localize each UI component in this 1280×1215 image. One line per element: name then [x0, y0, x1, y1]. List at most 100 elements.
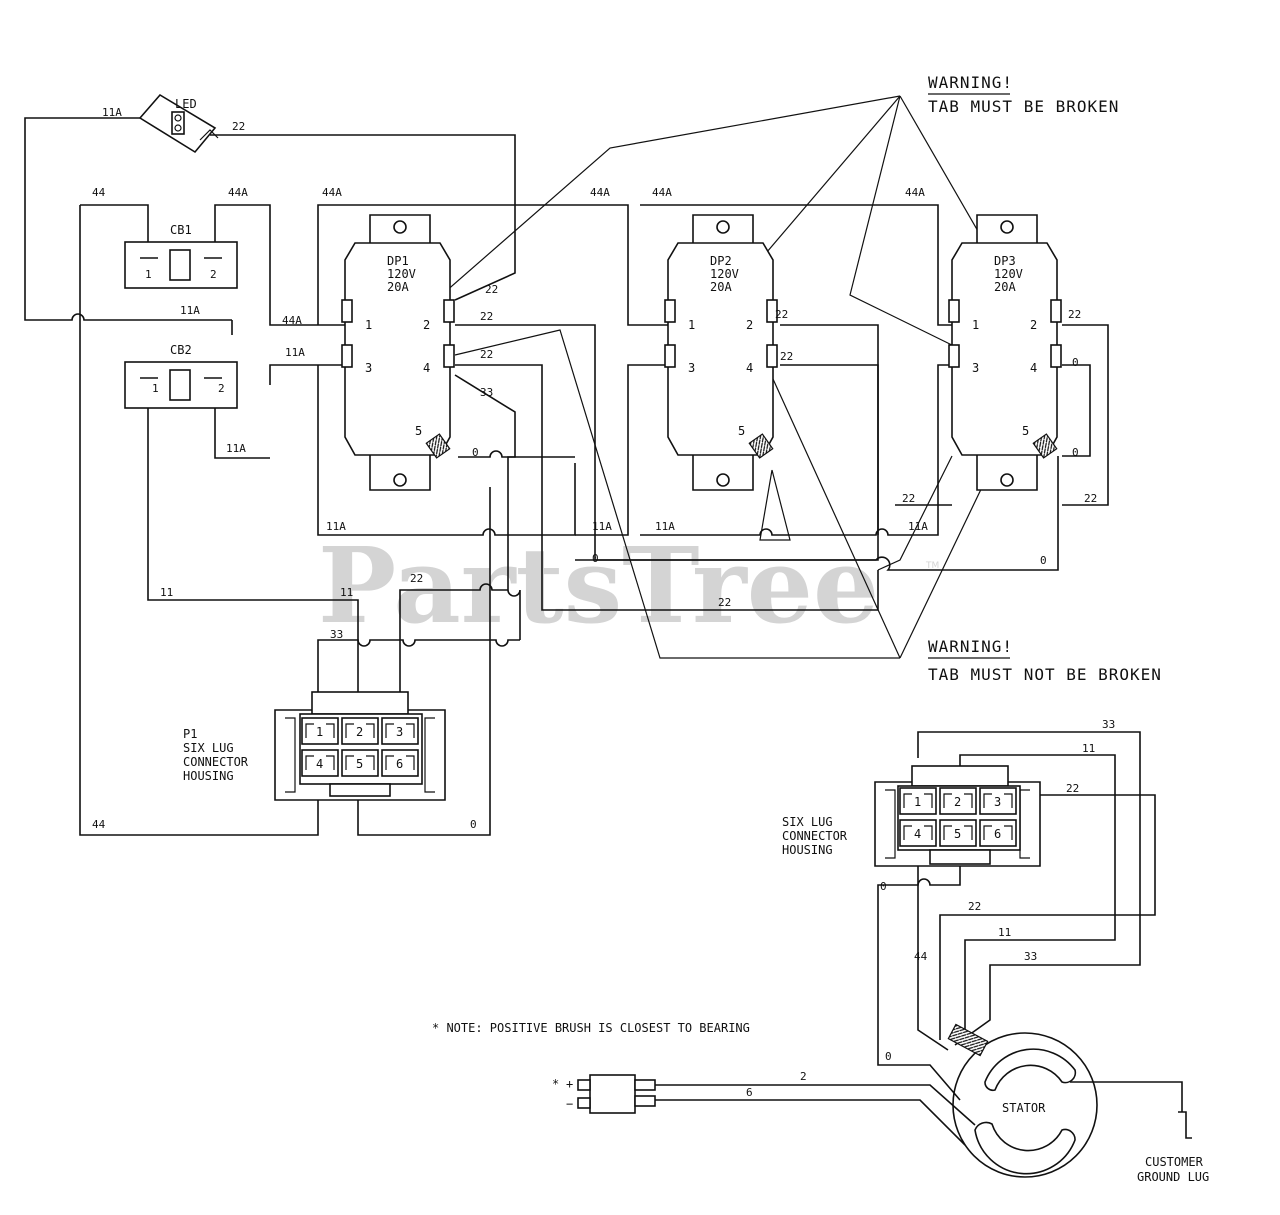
wire-label: 22 [480, 310, 493, 323]
dp-label: DP3 [994, 254, 1016, 268]
brush-minus: − [566, 1097, 573, 1111]
wire-label: 0 [592, 552, 599, 565]
brush-plus: + [566, 1077, 573, 1091]
pin-number: 3 [396, 725, 403, 739]
p1-label-3: CONNECTOR [183, 755, 249, 769]
warning-text: TAB MUST BE BROKEN [928, 97, 1119, 116]
connector-pin-6: 6 [979, 819, 1017, 847]
connector-pin-6: 6 [381, 749, 419, 777]
wire-label: 22 [1068, 308, 1081, 321]
watermark: PartsTree TM [318, 524, 939, 647]
connector-pin-2: 2 [939, 787, 977, 815]
ground-lug-label-2: GROUND LUG [1137, 1170, 1209, 1184]
wire-labels: 44A 44A 44A 44A 44A 11A 22 22 22 33 0 11… [92, 186, 1115, 1099]
wire-label: 22 [1066, 782, 1079, 795]
wire-label: 22 [480, 348, 493, 361]
stator-label: STATOR [1002, 1101, 1046, 1115]
pin-number: 6 [396, 757, 403, 771]
dp-rating-v: 120V [387, 267, 416, 281]
dp-terminal-4: 4 [423, 361, 430, 375]
dp-label: DP2 [710, 254, 732, 268]
dp-terminal-3: 3 [365, 361, 372, 375]
warning-title: WARNING! [928, 73, 1013, 92]
stator: STATOR [947, 1023, 1098, 1178]
dp-terminal-5: 5 [738, 424, 745, 438]
dp-terminal-1: 1 [972, 318, 979, 332]
dp-terminal-1: 1 [365, 318, 372, 332]
wire-label: 33 [330, 628, 343, 641]
dp-terminal-5: 5 [415, 424, 422, 438]
connector-pin-1: 1 [899, 787, 937, 815]
connector-pin-2: 2 [341, 717, 379, 745]
dp-rating-a: 20A [710, 280, 732, 294]
stator-connector-label-2: CONNECTOR [782, 829, 848, 843]
p1-label: P1 [183, 727, 197, 741]
warning-tab-must-not-be-broken: WARNING! TAB MUST NOT BE BROKEN [928, 637, 1162, 684]
wire-label: 22 [902, 492, 915, 505]
brush-star: * [552, 1077, 559, 1091]
wire-label: 11A [285, 346, 305, 359]
wire-label: 33 [1102, 718, 1115, 731]
wire-label: 11 [998, 926, 1011, 939]
wire-label: 0 [1072, 446, 1079, 459]
wire-label: 11A [655, 520, 675, 533]
dp-label: DP1 [387, 254, 409, 268]
connector-pin-5: 5 [341, 749, 379, 777]
note-positive-brush: * NOTE: POSITIVE BRUSH IS CLOSEST TO BEA… [432, 1021, 750, 1035]
wire-label: 33 [1024, 950, 1037, 963]
connector-pin-4: 4 [899, 819, 937, 847]
connector-pin-3: 3 [381, 717, 419, 745]
stator-connector-label-1: SIX LUG [782, 815, 833, 829]
wire-label: 11A [592, 520, 612, 533]
pin-number: 5 [954, 827, 961, 841]
wire-label: 11 [160, 586, 173, 599]
wire-label: 6 [746, 1086, 753, 1099]
p1-label-2: SIX LUG [183, 741, 234, 755]
circuit-breaker-cb1: CB1 1 2 44 44A [92, 186, 248, 289]
watermark-tm: TM [925, 561, 939, 571]
warning-title: WARNING! [928, 637, 1013, 656]
warning-text: TAB MUST NOT BE BROKEN [928, 665, 1162, 684]
wire-label: 22 [780, 350, 793, 363]
cb1-wire-44: 44 [92, 186, 106, 199]
wire-label: 0 [1040, 554, 1047, 567]
wire-label: 33 [480, 386, 493, 399]
stator-connector-label-3: HOUSING [782, 843, 833, 857]
dp-terminal-5: 5 [1022, 424, 1029, 438]
cb1-terminal-1: 1 [145, 268, 152, 281]
led-label: LED [175, 97, 197, 111]
circuit-breaker-cb2: CB2 1 2 11A 11A [124, 304, 246, 455]
wire-label: 22 [775, 308, 788, 321]
dp-terminal-3: 3 [972, 361, 979, 375]
wire-label: 44A [590, 186, 610, 199]
dp-rating-a: 20A [994, 280, 1016, 294]
led-wire-11a: 11A [102, 106, 122, 119]
pin-number: 1 [914, 795, 921, 809]
cb1-terminal-2: 2 [210, 268, 217, 281]
pin-number: 5 [356, 757, 363, 771]
pin-number: 6 [994, 827, 1001, 841]
cb2-label: CB2 [170, 343, 192, 357]
wire-label: 22 [410, 572, 423, 585]
wire-label: 0 [880, 880, 887, 893]
cb1-wire-44a: 44A [228, 186, 248, 199]
wire-label: 11A [326, 520, 346, 533]
ground-lug-label-1: CUSTOMER [1145, 1155, 1204, 1169]
led-wire-22: 22 [232, 120, 245, 133]
cb1-label: CB1 [170, 223, 192, 237]
pin-number: 1 [316, 725, 323, 739]
warning-tab-must-be-broken: WARNING! TAB MUST BE BROKEN [928, 73, 1119, 116]
wire-label: 44 [92, 818, 106, 831]
cb2-wire-11a-bottom: 11A [226, 442, 246, 455]
wire-label: 0 [470, 818, 477, 831]
wire-label: 11A [908, 520, 928, 533]
wire-label: 0 [885, 1050, 892, 1063]
wire-label: 11 [1082, 742, 1095, 755]
dp-terminal-3: 3 [688, 361, 695, 375]
